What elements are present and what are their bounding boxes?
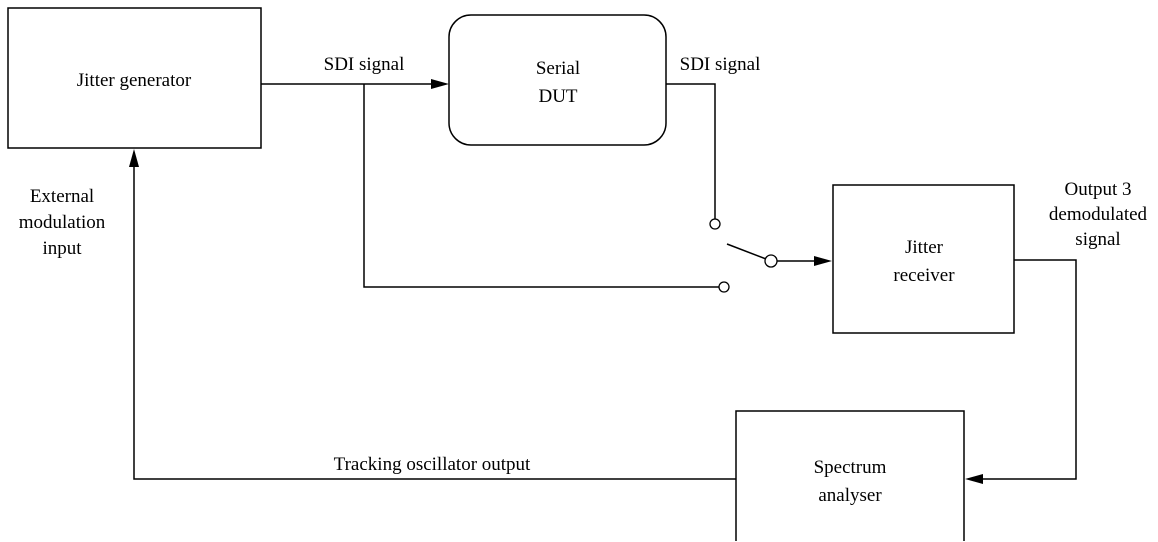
sdi-signal-label-out: SDI signal — [680, 54, 761, 75]
arrow-to-dut — [431, 79, 449, 89]
output3-label-line3: signal — [1075, 229, 1120, 250]
selector-switch — [709, 218, 778, 293]
switch-common-terminal — [764, 254, 778, 268]
tracking-oscillator-label: Tracking oscillator output — [334, 454, 531, 475]
sdi-signal-label-in: SDI signal — [324, 54, 405, 75]
switch-terminal-lower — [718, 281, 730, 293]
jitter-receiver-box — [832, 184, 1015, 334]
jitter-generator-block: Jitter generator — [7, 7, 262, 149]
jitter-receiver-block: Jitter receiver — [832, 184, 1015, 334]
bypass-wire — [363, 84, 719, 288]
output3-label-line2: demodulated — [1049, 204, 1148, 225]
external-modulation-label-line3: input — [42, 238, 82, 259]
jitter-generator-box — [7, 7, 262, 149]
jitter-receiver-label-line2: receiver — [893, 265, 955, 286]
external-modulation-label-line1: External — [30, 186, 94, 207]
jitter-generator-label: Jitter generator — [77, 70, 192, 91]
serial-dut-box — [448, 14, 667, 146]
serial-dut-label-line2: DUT — [538, 86, 577, 107]
tracking-oscillator-wire — [133, 166, 736, 480]
switch-terminal-upper — [709, 218, 721, 230]
arrow-to-generator — [129, 149, 139, 167]
arrow-to-analyser — [965, 474, 983, 484]
spectrum-analyser-label-line2: analyser — [818, 485, 882, 506]
jitter-receiver-label-line1: Jitter — [905, 237, 944, 258]
spectrum-analyser-box — [735, 410, 965, 541]
spectrum-analyser-block: Spectrum analyser — [735, 410, 965, 541]
dut-output-wire — [666, 83, 716, 219]
switch-lever — [726, 243, 767, 260]
spectrum-analyser-label-line1: Spectrum — [814, 457, 887, 478]
serial-dut-block: Serial DUT — [448, 14, 667, 146]
output3-label-line1: Output 3 — [1064, 179, 1131, 200]
serial-dut-label-line1: Serial — [536, 58, 580, 79]
external-modulation-label-line2: modulation — [19, 212, 106, 233]
demod-output-wire — [983, 259, 1077, 480]
arrow-to-receiver — [814, 256, 832, 266]
